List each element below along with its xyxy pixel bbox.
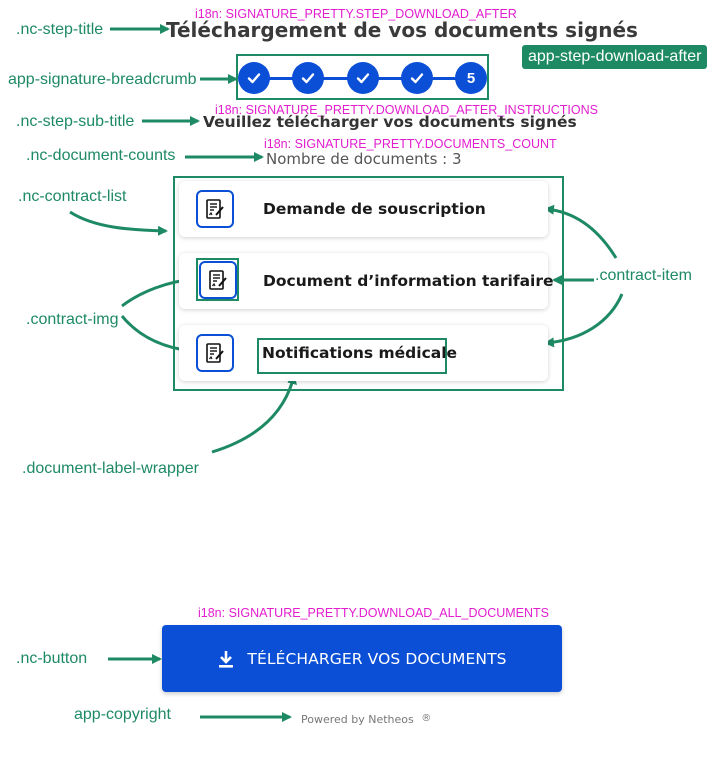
annotation-step-sub-title: .nc-step-sub-title bbox=[16, 113, 135, 130]
check-icon bbox=[410, 73, 424, 84]
document-label: Notifications médicale bbox=[262, 344, 458, 362]
download-all-button-label: TÉLÉCHARGER VOS DOCUMENTS bbox=[247, 649, 507, 668]
annotation-contract-item: .contract-item bbox=[595, 267, 692, 284]
breadcrumb-step-1[interactable] bbox=[238, 62, 270, 94]
download-all-button[interactable]: TÉLÉCHARGER VOS DOCUMENTS bbox=[162, 625, 562, 692]
annotation-contract-img: .contract-img bbox=[26, 311, 119, 328]
step-title: Téléchargement de vos documents signés bbox=[166, 18, 638, 42]
signed-document-icon bbox=[206, 199, 224, 219]
breadcrumb-step-4[interactable] bbox=[401, 62, 433, 94]
contract-item[interactable]: Document d’information tarifaire bbox=[179, 253, 554, 309]
annotation-document-label-wrapper: .document-label-wrapper bbox=[22, 460, 199, 477]
contract-img bbox=[196, 190, 234, 228]
contract-img bbox=[196, 334, 234, 372]
arrow-contract-item-1 bbox=[544, 204, 618, 259]
contract-img bbox=[199, 261, 237, 299]
signature-breadcrumb: 5 bbox=[236, 54, 489, 100]
breadcrumb-step-3[interactable] bbox=[347, 62, 379, 94]
check-icon bbox=[247, 73, 261, 84]
download-icon bbox=[219, 650, 234, 668]
annotation-step-title: .nc-step-title bbox=[16, 21, 104, 38]
document-counts: Nombre de documents : 3 bbox=[266, 150, 462, 168]
check-icon bbox=[356, 73, 370, 84]
annotation-document-counts: .nc-document-counts bbox=[26, 147, 176, 164]
document-label: Demande de souscription bbox=[263, 200, 486, 218]
check-icon bbox=[301, 73, 315, 84]
arrow-label-wrapper bbox=[211, 374, 297, 454]
copyright-text: Powered by Netheos bbox=[301, 713, 414, 726]
copyright: Powered by Netheos ® bbox=[301, 713, 431, 726]
breadcrumb-step-2[interactable] bbox=[292, 62, 324, 94]
annotation-contract-list: .nc-contract-list bbox=[18, 188, 127, 205]
copyright-mark: ® bbox=[421, 713, 432, 724]
i18n-documents-count: i18n: SIGNATURE_PRETTY.DOCUMENTS_COUNT bbox=[264, 137, 557, 151]
contract-img-highlight bbox=[196, 258, 239, 301]
breadcrumb-step-5[interactable]: 5 bbox=[455, 62, 487, 94]
contract-item[interactable]: Demande de souscription bbox=[179, 181, 548, 237]
annotation-breadcrumb: app-signature-breadcrumb bbox=[8, 71, 197, 88]
signed-document-icon bbox=[209, 270, 227, 290]
annotation-button: .nc-button bbox=[16, 650, 88, 667]
breadcrumb-step-number: 5 bbox=[466, 69, 476, 87]
component-badge: app-step-download-after bbox=[522, 45, 708, 69]
contract-list: Demande de souscription Document d’infor… bbox=[173, 176, 564, 391]
document-label-wrapper: Notifications médicale bbox=[257, 338, 457, 374]
document-label: Document d’information tarifaire bbox=[263, 272, 554, 290]
contract-item[interactable]: Notifications médicale bbox=[179, 325, 548, 381]
step-sub-title: Veuillez télécharger vos documents signé… bbox=[203, 113, 577, 131]
arrow-contract-item-3 bbox=[544, 293, 624, 348]
arrow-contract-list bbox=[69, 210, 168, 236]
i18n-download-all: i18n: SIGNATURE_PRETTY.DOWNLOAD_ALL_DOCU… bbox=[198, 606, 550, 620]
annotation-copyright: app-copyright bbox=[74, 706, 171, 723]
i18n-instructions: i18n: SIGNATURE_PRETTY.DOWNLOAD_AFTER_IN… bbox=[215, 103, 598, 117]
signed-document-icon bbox=[206, 343, 224, 363]
i18n-step-title: i18n: SIGNATURE_PRETTY.STEP_DOWNLOAD_AFT… bbox=[195, 7, 517, 21]
